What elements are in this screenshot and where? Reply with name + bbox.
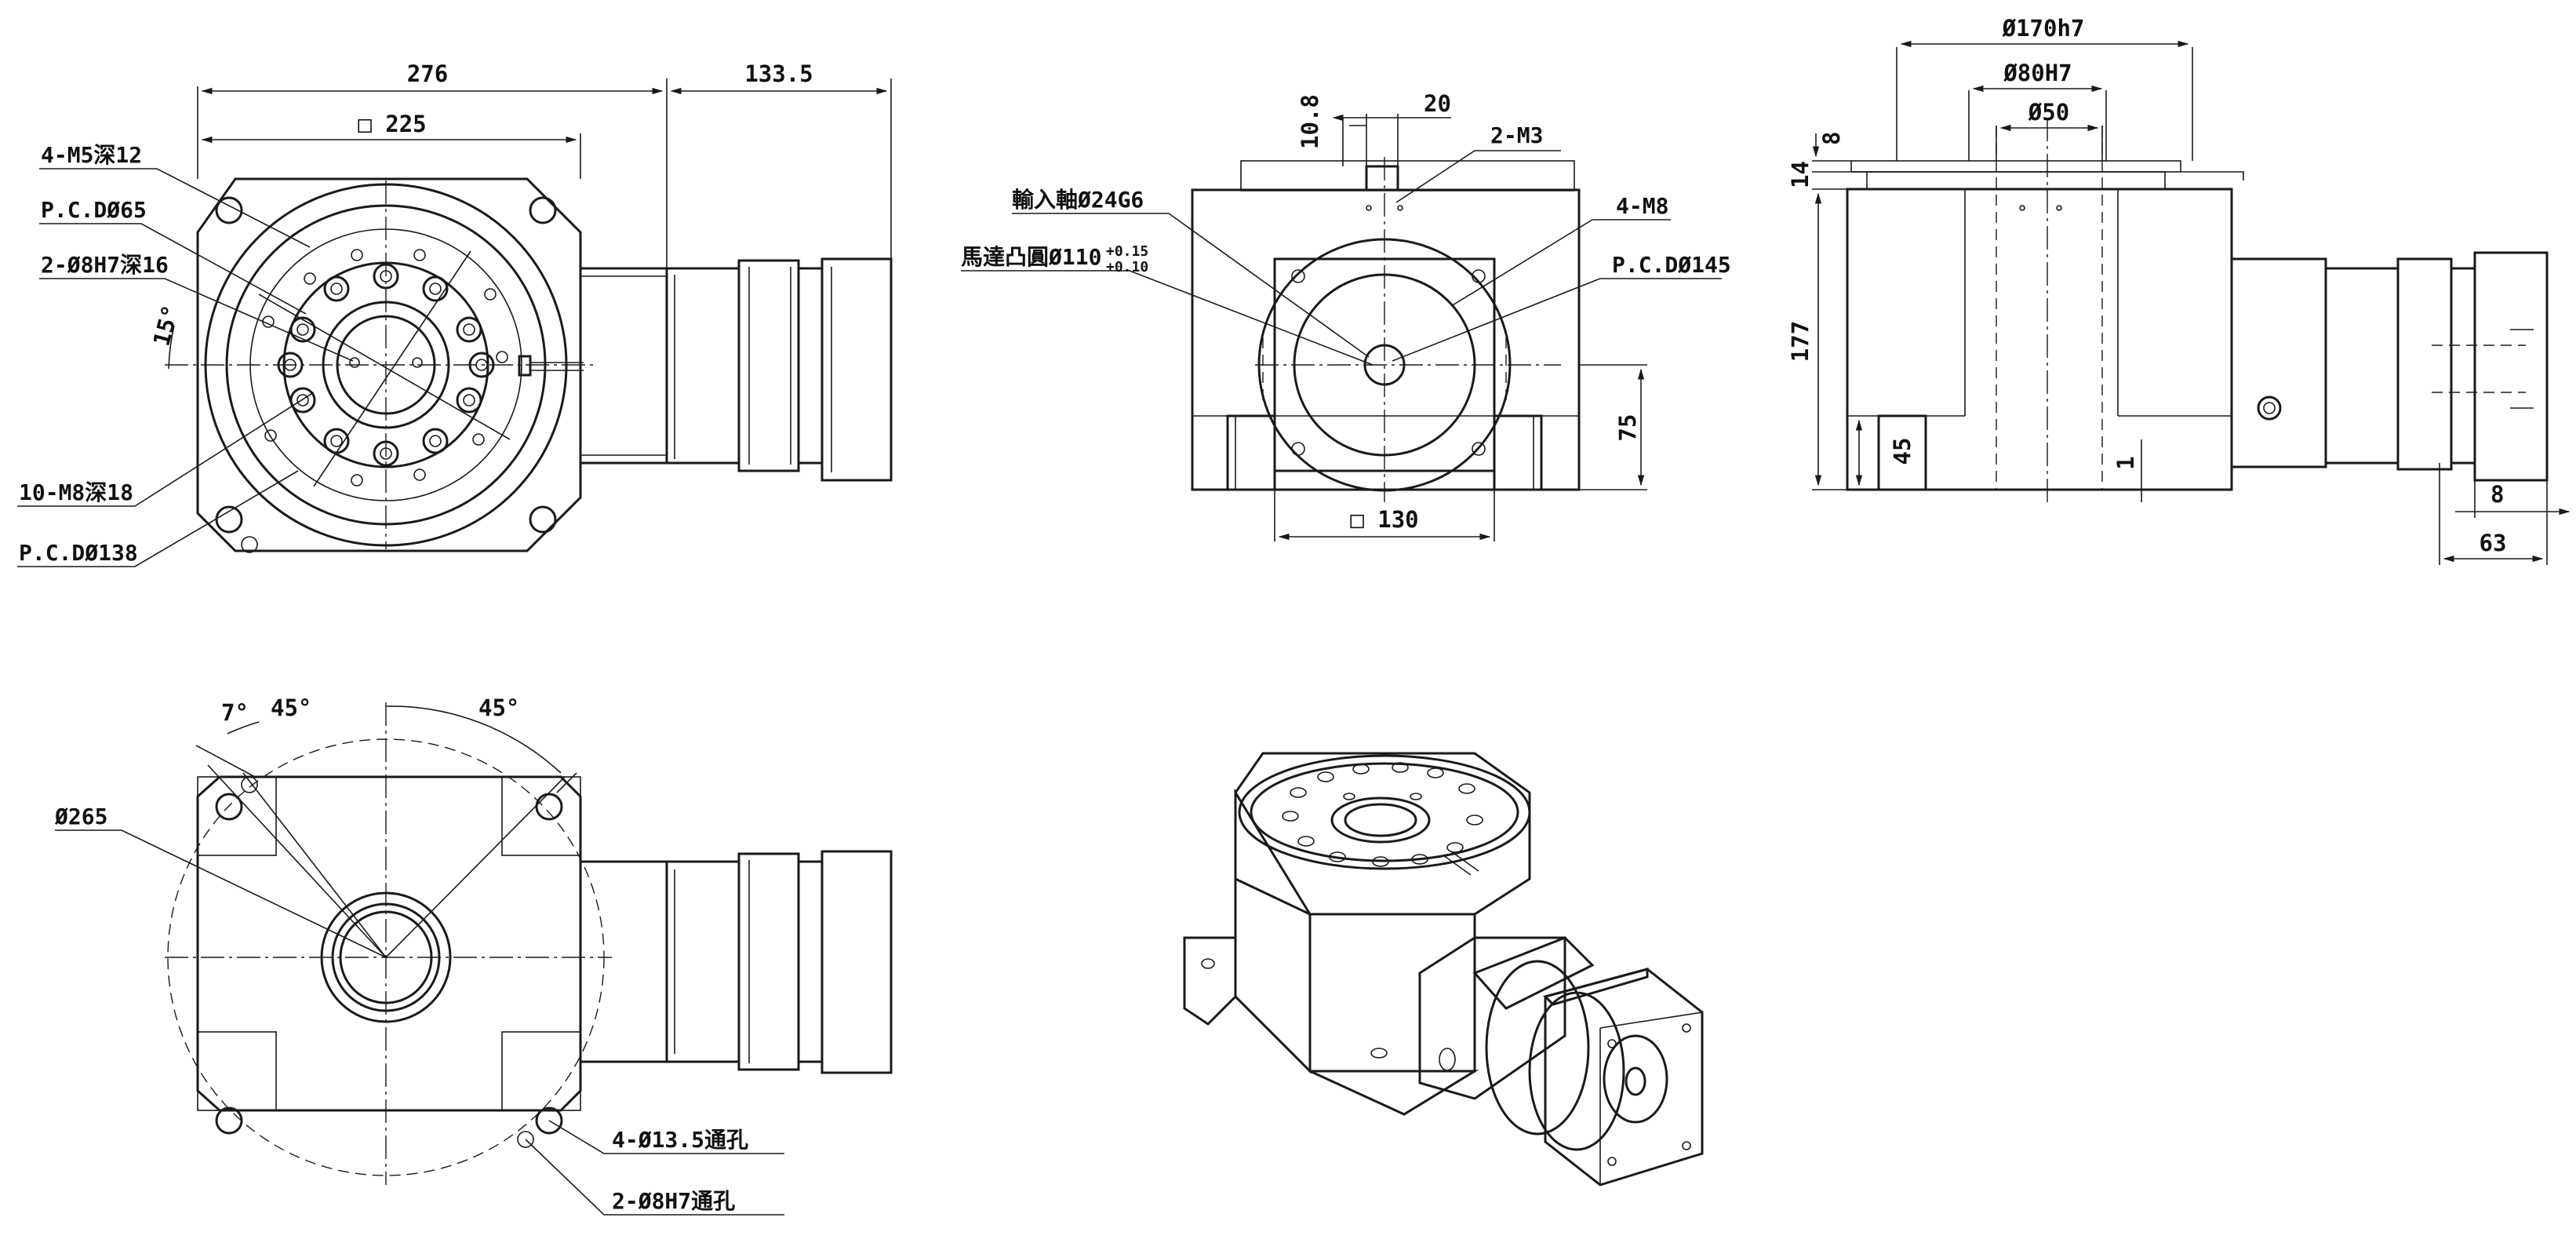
label-motor-boss: 馬達凸圓Ø110 [961, 244, 1101, 270]
dim-276: 276 [407, 60, 448, 87]
body-outline [1191, 188, 1581, 491]
dim-10-8: 10.8 [1297, 94, 1323, 149]
label-pcd138: P.C.DØ138 [19, 540, 138, 566]
dim-20: 20 [1424, 90, 1451, 117]
label-pin-through: 2-Ø8H7通孔 [612, 1188, 735, 1214]
dim-75: 75 [1614, 414, 1641, 442]
table-top-plate [1240, 160, 1575, 191]
label-m5: 4-M5深12 [41, 142, 142, 168]
label-4m8: 4-M8 [1616, 193, 1668, 219]
dim-80h7: Ø80H7 [2003, 60, 2072, 86]
dim-14: 14 [1787, 161, 1814, 188]
corner-hole [529, 196, 557, 224]
bottom-motor-housing [579, 850, 893, 1074]
dim-133-5: 133.5 [744, 60, 813, 87]
bottom-view: 7° 45° 45° Ø265 4-Ø13.5通孔 2-Ø8H7通孔 [54, 694, 893, 1216]
m5-small-holes [262, 249, 508, 487]
dim-45: 45 [1889, 438, 1916, 465]
tol-upper: +0.15 [1106, 243, 1148, 260]
dim-63: 63 [2480, 530, 2507, 556]
bottom-body-outline [196, 775, 582, 1112]
label-input-shaft: 輸入軸Ø24G6 [1012, 187, 1144, 213]
side-view: Ø170h7 Ø80H7 Ø50 8 14 177 45 1 8 63 [1787, 15, 2571, 565]
motor-view: 10.8 20 2-M3 輸入軸Ø24G6 馬達凸圓Ø110 +0.15 +0.… [961, 90, 1731, 541]
label-dia265: Ø265 [54, 804, 107, 829]
corner-hole [529, 505, 557, 534]
side-motor-housing [2230, 251, 2549, 482]
front-body-outline [196, 177, 582, 552]
dim-50: Ø50 [2028, 99, 2069, 126]
pin-hole [241, 536, 258, 553]
front-view: 276 133.5 □ 225 4-M5深12 P.C.DØ65 2-Ø8H7深… [17, 60, 893, 567]
dim-square-225: □ 225 [358, 111, 426, 137]
tol-lower: +0.10 [1106, 259, 1148, 275]
iso-motor [1418, 936, 1704, 1186]
front-motor-housing [579, 257, 893, 482]
label-15deg: 15° [148, 302, 184, 348]
iso-bolt-holes [1282, 762, 1483, 867]
dim-8-right: 8 [2490, 481, 2504, 508]
label-pin16: 2-Ø8H7深16 [41, 252, 169, 278]
label-pcd145: P.C.DØ145 [1612, 252, 1731, 278]
corner-hole [215, 196, 243, 224]
angle-7: 7° [221, 699, 249, 726]
dim-177: 177 [1787, 321, 1814, 362]
label-pcd65: P.C.DØ65 [41, 197, 147, 223]
dim-170h7: Ø170h7 [2002, 15, 2085, 42]
label-through-holes: 4-Ø13.5通孔 [612, 1127, 748, 1153]
label-2m3: 2-M3 [1490, 122, 1543, 148]
dim-8-top: 8 [1818, 132, 1845, 145]
dim-square-130: □ 130 [1350, 506, 1418, 533]
dim-1: 1 [2112, 456, 2139, 469]
angle-45-right: 45° [478, 694, 519, 721]
label-m8: 10-M8深18 [19, 479, 133, 505]
corner-hole [215, 505, 243, 534]
key-block [1365, 165, 1399, 191]
key-tab [518, 355, 532, 377]
isometric-view [1183, 752, 1704, 1186]
angle-45-left: 45° [271, 694, 311, 721]
